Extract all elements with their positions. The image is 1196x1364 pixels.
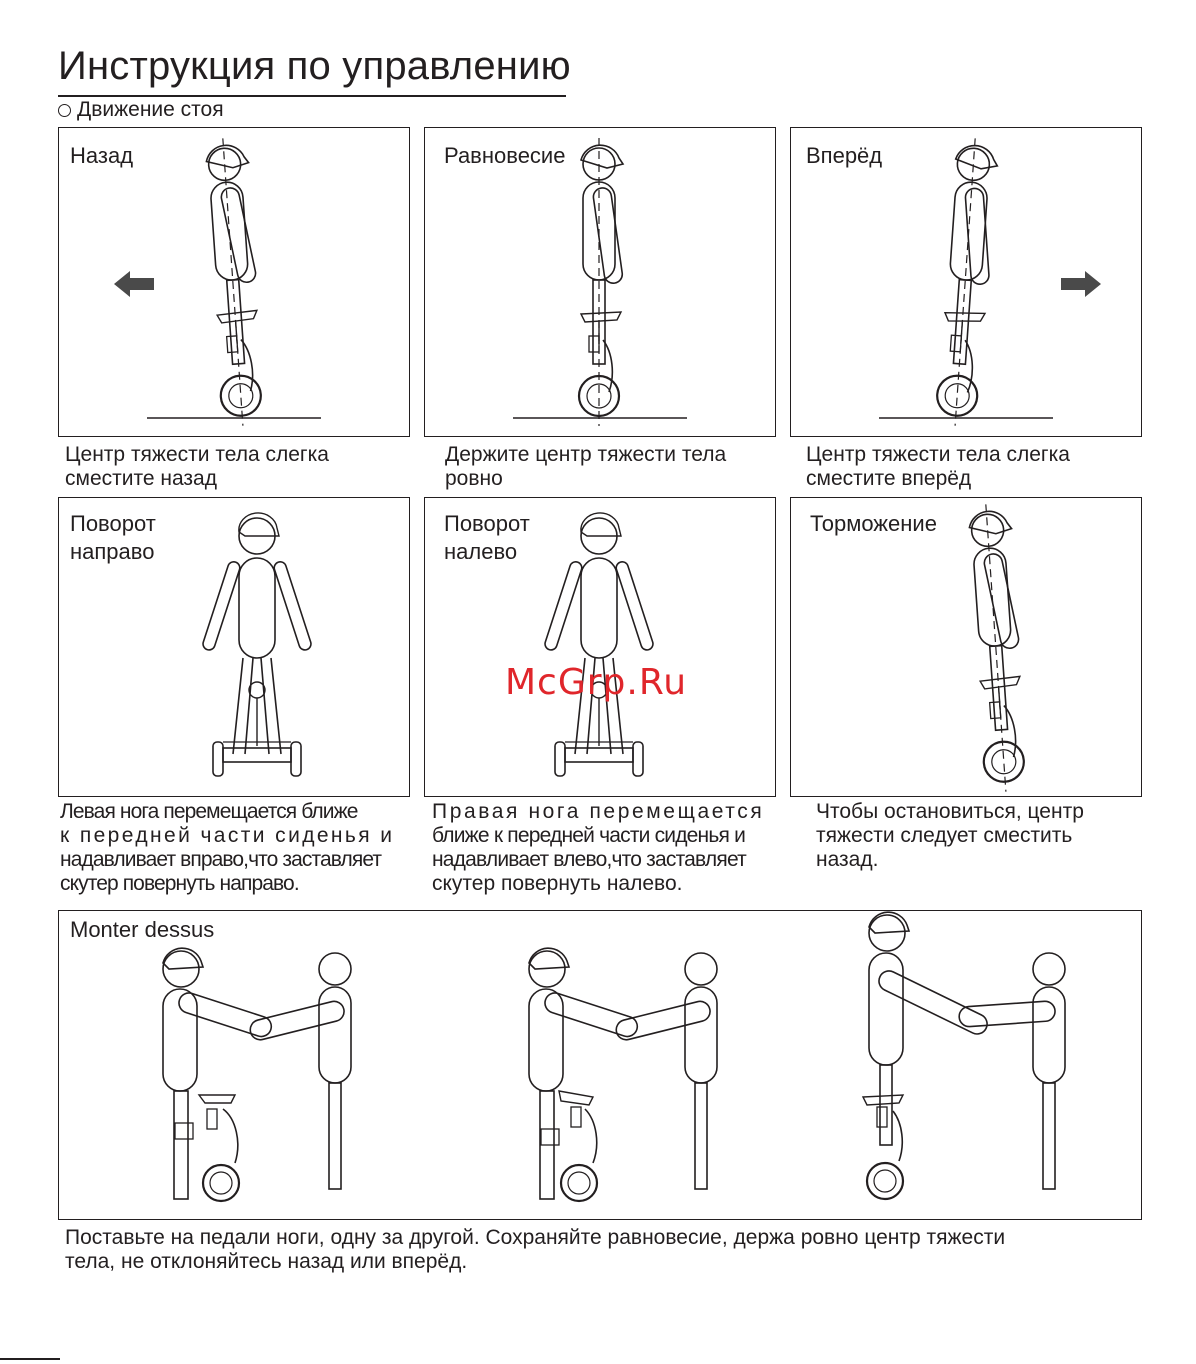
caption-braking: Чтобы остановиться, центр тяжести следуе… bbox=[816, 800, 1084, 872]
caption-line: ровно bbox=[445, 467, 503, 490]
section-subtitle: Движение стоя bbox=[58, 98, 224, 122]
caption-line: Чтобы остановиться, центр bbox=[816, 800, 1084, 823]
mounting-illustration bbox=[162, 911, 1066, 1203]
caption-balance: Держите центр тяжести тела ровно bbox=[445, 443, 726, 491]
arrow-left-icon bbox=[114, 271, 154, 297]
caption-forward: Центр тяжести тела слегка сместите вперё… bbox=[806, 443, 1070, 491]
label-line: налево bbox=[444, 539, 518, 564]
label-line: направо bbox=[70, 539, 155, 564]
panel-label: Поворот налево bbox=[444, 510, 530, 566]
panel-label: Равновесие bbox=[444, 143, 566, 168]
panel-label: Вперёд bbox=[806, 143, 883, 168]
rider-figure-icon bbox=[528, 947, 639, 1203]
panel-label: Monter dessus bbox=[70, 917, 215, 942]
page-title: Инструкция по управлению bbox=[58, 44, 571, 88]
rider-figure-icon bbox=[542, 512, 656, 777]
panel-backward: Назад bbox=[58, 127, 410, 437]
panel-braking: Торможение bbox=[790, 497, 1142, 797]
caption-line: надавливает влево,что заставляет bbox=[432, 848, 747, 871]
bullet-circle-icon bbox=[58, 103, 71, 117]
panel-turn-left: Поворот налево bbox=[424, 497, 776, 797]
footer-rule bbox=[0, 1358, 60, 1360]
label-line: Поворот bbox=[70, 511, 156, 536]
caption-line: назад. bbox=[816, 848, 879, 871]
caption-line: Центр тяжести тела слегка bbox=[65, 443, 329, 466]
rider-figure-icon bbox=[200, 512, 314, 777]
caption-turn-left: Правая нога перемещается ближе к передне… bbox=[432, 800, 764, 896]
caption-line: тяжести следует сместить bbox=[816, 824, 1073, 847]
caption-line: Правая нога перемещается bbox=[432, 800, 765, 823]
rider-figure-icon bbox=[861, 911, 988, 1201]
caption-line: к передней части сиденья и bbox=[60, 824, 395, 847]
caption-line: скутер повернуть налево. bbox=[432, 872, 683, 895]
rider-figure-icon bbox=[147, 135, 321, 429]
rider-figure-icon bbox=[879, 135, 1053, 429]
panel-mounting: Monter dessus bbox=[58, 910, 1142, 1220]
caption-line: Центр тяжести тела слегка bbox=[806, 443, 1070, 466]
caption-line: Левая нога перемещается ближе bbox=[60, 800, 358, 823]
caption-line: скутер повернуть направо. bbox=[60, 872, 300, 895]
caption-line: сместите назад bbox=[65, 467, 217, 490]
panel-label: Поворот направо bbox=[70, 510, 156, 566]
subtitle-text: Движение стоя bbox=[77, 98, 224, 121]
rider-figure-icon bbox=[964, 501, 1032, 795]
title-underline bbox=[58, 95, 566, 97]
label-line: Поворот bbox=[444, 511, 530, 536]
caption-line: ближе к передней части сиденья и bbox=[432, 824, 746, 847]
mounting-caption: Поставьте на педали ноги, одну за другой… bbox=[65, 1226, 1005, 1274]
rider-figure-icon bbox=[162, 947, 273, 1203]
caption-line: надавливает вправо,что заставляет bbox=[60, 848, 382, 871]
watermark: McGrp.Ru bbox=[505, 662, 688, 703]
panel-turn-right: Поворот направо bbox=[58, 497, 410, 797]
panel-label: Назад bbox=[70, 143, 134, 168]
caption-line: тела, не отклоняйтесь назад или вперёд. bbox=[65, 1250, 468, 1273]
panel-balance: Равновесие bbox=[424, 127, 776, 437]
caption-line: сместите вперёд bbox=[806, 467, 972, 490]
caption-line: Держите центр тяжести тела bbox=[445, 443, 727, 466]
caption-backward: Центр тяжести тела слегка сместите назад bbox=[65, 443, 329, 491]
caption-line: Поставьте на педали ноги, одну за другой… bbox=[65, 1226, 1006, 1249]
panel-forward: Вперёд bbox=[790, 127, 1142, 437]
rider-figure-icon bbox=[513, 136, 687, 428]
panel-label: Торможение bbox=[810, 511, 937, 536]
caption-turn-right: Левая нога перемещается ближе к передней… bbox=[60, 800, 394, 896]
arrow-right-icon bbox=[1061, 271, 1101, 297]
